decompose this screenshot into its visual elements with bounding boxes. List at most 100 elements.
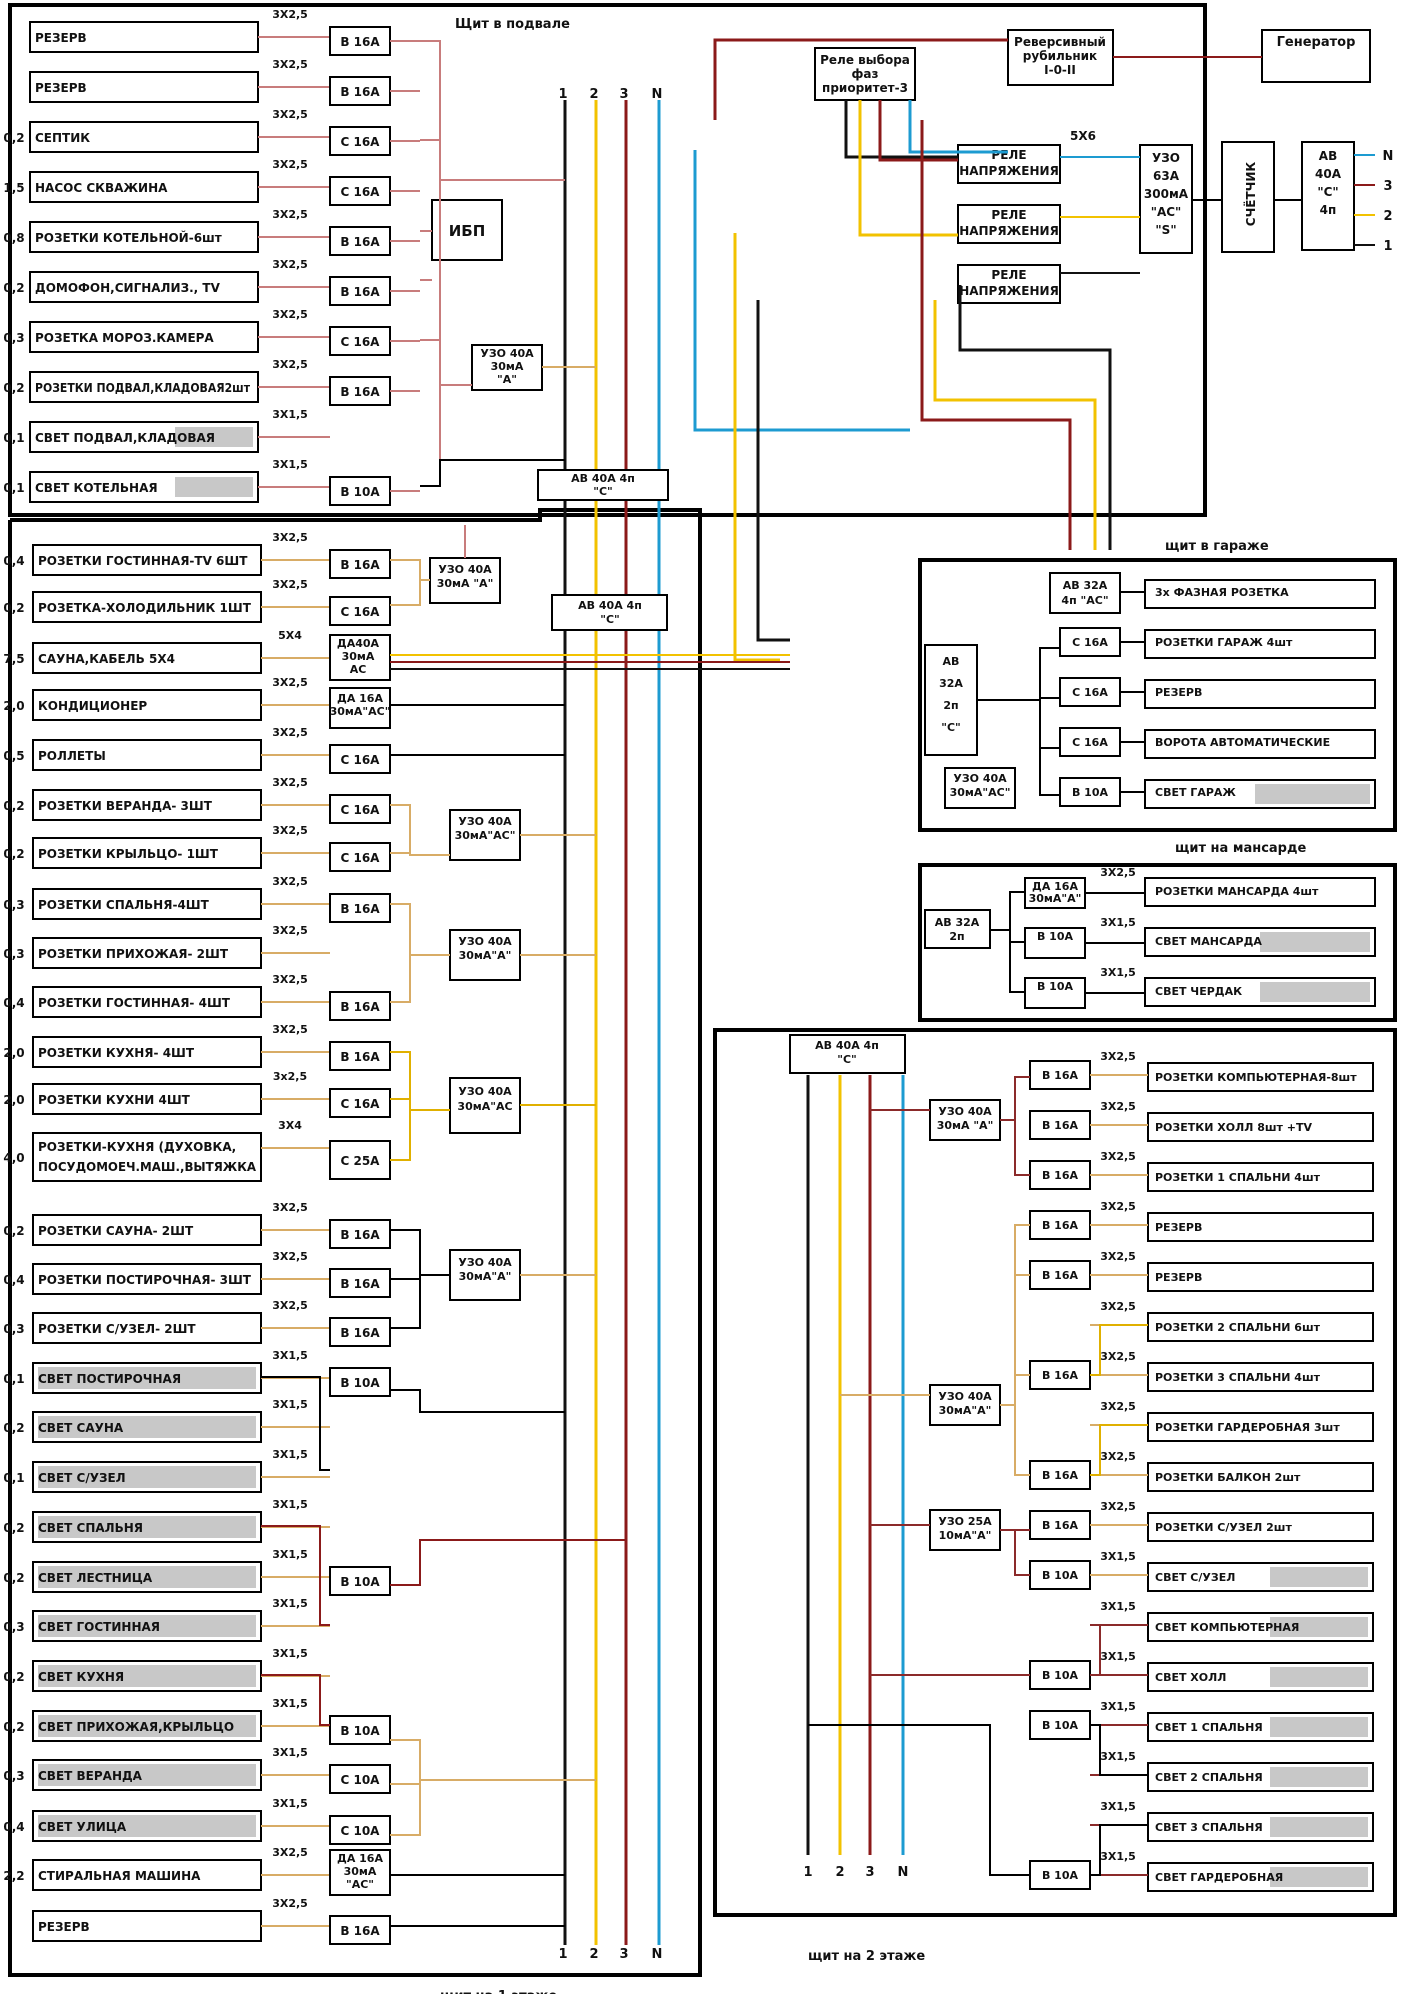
attic-breaker-label: АВ 32А <box>935 916 980 929</box>
circuit-label: СВЕТ САУНА <box>38 1421 124 1435</box>
f1-wire <box>390 903 450 956</box>
floor2-circuit-label: СВЕТ 1 СПАЛЬНЯ <box>1155 1721 1263 1734</box>
garage-input-breaker-label: 4п "АС" <box>1061 594 1108 607</box>
circuit-label: СВЕТ ГОСТИННАЯ <box>38 1620 160 1634</box>
phase-relay-label: Реле выбора <box>820 53 910 67</box>
cable-label: 3Х2,5 <box>1100 1350 1136 1363</box>
circuit-label: КОНДИЦИОНЕР <box>38 699 147 713</box>
breaker-box <box>329 26 391 56</box>
cable-label: 3Х1,5 <box>272 1498 308 1511</box>
phase-relay-box <box>814 47 916 101</box>
gray-fill <box>1260 982 1370 1002</box>
garage-circuit-label: РЕЗЕРВ <box>1155 686 1202 699</box>
feed-wire <box>733 233 780 662</box>
circuit-label: ДОМОФОН,СИГНАЛИЗ., TV <box>35 281 221 295</box>
f1-wire <box>390 1229 450 1276</box>
garage-input-breaker <box>1049 572 1121 614</box>
floor2-breaker-label: В 10А <box>1042 1869 1079 1882</box>
attic-panel-title: щит на мансарде <box>1175 841 1306 856</box>
floor2-bus-label: 3 <box>865 1865 874 1880</box>
attic-circuit-breaker-label: ДА 16А <box>1032 880 1078 893</box>
cable-label: 3Х2,5 <box>272 358 308 371</box>
breaker-label: В 16А <box>340 1000 380 1014</box>
gray-fill <box>38 1665 256 1687</box>
cable-label: 3Х1,5 <box>272 408 308 421</box>
breaker-label: В 16А <box>340 1277 380 1291</box>
circuit-label: РОЛЛЕТЫ <box>38 749 106 763</box>
floor2-circuit-label: РОЗЕТКИ С/УЗЕЛ 2шт <box>1155 1521 1292 1534</box>
uzo-bedroom-label: 30мА"А" <box>459 949 512 962</box>
floor2-circuit-label: РОЗЕТКИ ХОЛЛ 8шт +TV <box>1155 1121 1312 1134</box>
circuit-label: РОЗЕТКИ С/УЗЕЛ- 2ШТ <box>38 1322 196 1336</box>
da-cond-box <box>329 687 391 729</box>
floor2-circuit-box <box>1147 1462 1374 1492</box>
power-value: 0,4 <box>3 1273 24 1287</box>
cable-label: 3Х2,5 <box>1100 1400 1136 1413</box>
f1-wire <box>390 804 450 856</box>
floor2-circuit-box <box>1147 1262 1374 1292</box>
breaker-label: С 16А <box>341 803 381 817</box>
circuit-box <box>32 544 262 576</box>
circuit-box <box>32 1036 262 1068</box>
circuit-label: РОЗЕТКИ САУНА- 2ШТ <box>38 1224 194 1238</box>
garage-2p-breaker-label: 2п <box>943 699 958 712</box>
floor2-wire <box>1090 1424 1148 1476</box>
floor2-wire <box>1090 1724 1148 1776</box>
floor2-uzo-c-label: 10мА"А" <box>939 1529 992 1542</box>
floor2-breaker-label: В 10А <box>1042 1569 1079 1582</box>
power-value: 0,1 <box>3 481 24 495</box>
cable-label: 3Х1,5 <box>272 1697 308 1710</box>
cable-label: 3Х2,5 <box>272 824 308 837</box>
floor2-breaker <box>1029 1660 1091 1690</box>
da-sauna-label: ДА40А <box>337 637 380 650</box>
basement-uzo-label: "А" <box>497 373 517 386</box>
gray-fill <box>1270 1867 1368 1887</box>
cable-label: 3Х2,5 <box>272 258 308 271</box>
floor2-circuit-label: СВЕТ КОМПЬЮТЕРНАЯ <box>1155 1621 1299 1634</box>
power-value: 4,0 <box>3 1151 24 1165</box>
power-value: 0,1 <box>3 1372 24 1386</box>
bus-label-top: 1 <box>558 87 567 102</box>
circuit-box <box>29 221 259 253</box>
gray-fill <box>1270 1767 1368 1787</box>
gray-fill <box>1255 784 1370 804</box>
power-value: 0,8 <box>3 231 24 245</box>
circuit-label: СВЕТ ПОДВАЛ,КЛАДОВАЯ <box>35 431 215 445</box>
cable-label: 3Х2,5 <box>272 531 308 544</box>
breaker-label: В 16А <box>340 902 380 916</box>
da-washer-label: 30мА <box>344 1865 377 1878</box>
uzo-veranda-label: 30мА"АС" <box>455 829 516 842</box>
main-breaker-box <box>1301 141 1355 251</box>
basement-uzo-label: УЗО 40А <box>480 347 534 360</box>
reversing-switch-box <box>1007 29 1114 86</box>
attic-breaker <box>924 909 991 949</box>
cable-label: 3Х2,5 <box>272 1201 308 1214</box>
circuit-box <box>32 789 262 821</box>
breaker-label: В 16А <box>340 1326 380 1340</box>
circuit-label: РОЗЕТКИ КУХНИ 4ШТ <box>38 1093 191 1107</box>
f1-wire <box>390 1739 596 1781</box>
cable-label-5x6: 5Х6 <box>1070 129 1096 143</box>
floor2-breaker-label: В 16А <box>1042 1119 1079 1132</box>
cable-label: 3Х2,5 <box>272 924 308 937</box>
breaker-box <box>329 1041 391 1071</box>
cable-label: 5Х4 <box>278 629 302 642</box>
garage-breaker <box>1059 777 1121 807</box>
f1-wire <box>390 955 411 1003</box>
uzo-tap <box>420 339 472 386</box>
meter-box <box>1221 141 1275 253</box>
garage-breaker <box>1059 727 1121 757</box>
cable-label: 3Х2,5 <box>1100 866 1136 879</box>
cable-label: 3Х2,5 <box>1100 1050 1136 1063</box>
floor2-bus-label: 2 <box>835 1865 844 1880</box>
floor2-circuit-box <box>1147 1312 1374 1342</box>
cable-label: 3Х2,5 <box>1100 1300 1136 1313</box>
basement-uzo-label: 30мА <box>491 360 524 373</box>
floor2-circuit-label: СВЕТ С/УЗЕЛ <box>1155 1571 1235 1584</box>
circuit-label: РОЗЕТКИ СПАЛЬНЯ-4ШТ <box>38 898 210 912</box>
garage-breaker <box>1059 677 1121 707</box>
f1-wire <box>390 1051 450 1111</box>
breaker-label: В 16А <box>340 385 380 399</box>
power-value: 2,0 <box>3 1046 24 1060</box>
breaker-box <box>329 991 391 1021</box>
